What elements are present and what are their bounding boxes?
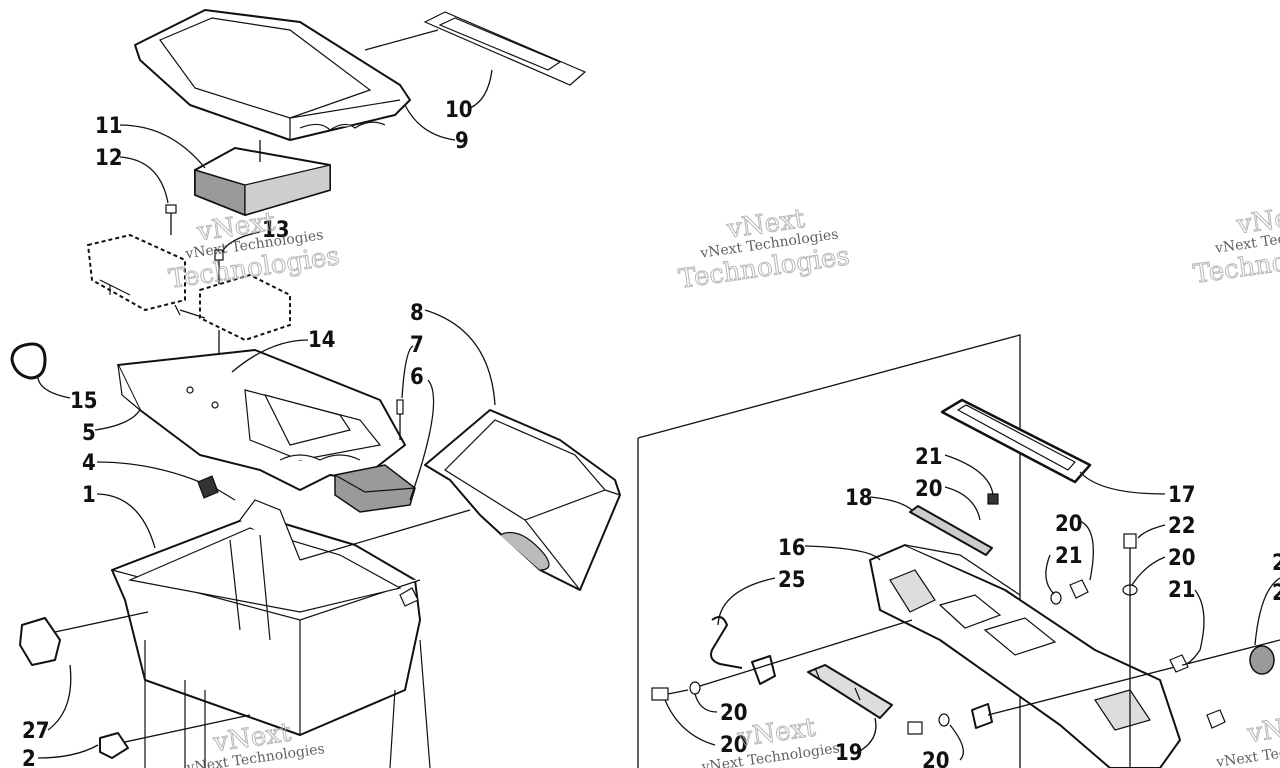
screw-part: [396, 399, 404, 440]
callout-14: 14: [308, 328, 336, 353]
callout-2-right-a: 2: [1272, 551, 1280, 576]
callout-15: 15: [70, 389, 98, 414]
hardware-parts: [651, 533, 1280, 768]
callout-21a: 21: [915, 445, 943, 470]
callout-6: 6: [410, 365, 424, 390]
callout-20d: 20: [720, 701, 748, 726]
filter-element-part: [194, 140, 331, 217]
callout-20a: 20: [915, 477, 943, 502]
callout-2: 2: [22, 747, 36, 768]
gasket-part: [940, 398, 1092, 484]
airbox-body-part: [111, 499, 431, 768]
intake-duct-part: [424, 409, 621, 591]
callout-7: 7: [410, 333, 424, 358]
callout-20b: 20: [1055, 512, 1083, 537]
seal-strip-part: [909, 493, 999, 556]
leader-lines: [37, 69, 1280, 761]
callout-20f: 20: [922, 749, 950, 768]
bolt-part: [197, 475, 236, 501]
callout-1: 1: [82, 483, 96, 508]
callout-10: 10: [445, 98, 473, 123]
callout-17: 17: [1168, 483, 1196, 508]
bracket-part: [807, 664, 893, 719]
callout-21c: 21: [1168, 578, 1196, 603]
callout-22: 22: [1168, 514, 1196, 539]
label-plate-part: [364, 11, 587, 86]
callout-27: 27: [22, 719, 50, 744]
clip-27-part: [19, 611, 149, 666]
callout-11: 11: [95, 114, 123, 139]
callout-2-right-b: 2: [1272, 581, 1280, 606]
callout-5: 5: [82, 421, 96, 446]
callout-19: 19: [835, 741, 863, 766]
callout-13: 13: [262, 218, 290, 243]
callout-20c: 20: [1168, 546, 1196, 571]
clip-2-part: [99, 714, 251, 759]
cdi-module-part: [87, 204, 291, 341]
callout-18: 18: [845, 486, 873, 511]
callout-9: 9: [455, 129, 469, 154]
intake-manifold-part: [869, 544, 1181, 768]
callout-4: 4: [82, 451, 96, 476]
hose-clamp-part: [10, 342, 47, 380]
svg-text:vNext: vNext: [1245, 708, 1280, 749]
callout-8: 8: [410, 301, 424, 326]
callout-25: 25: [778, 568, 806, 593]
battery-tray-part: [117, 349, 406, 491]
callout-20e: 20: [720, 733, 748, 758]
top-cover-part: [134, 9, 411, 141]
wire-link-part: [710, 615, 743, 669]
callout-16: 16: [778, 536, 806, 561]
callout-labels: 10 9 11 12 13 14 15 5 8 7 6 4 1 27 2 17 …: [22, 98, 1280, 768]
callout-12: 12: [95, 146, 123, 171]
callout-21b: 21: [1055, 544, 1083, 569]
filter-pad-part: [334, 464, 416, 513]
